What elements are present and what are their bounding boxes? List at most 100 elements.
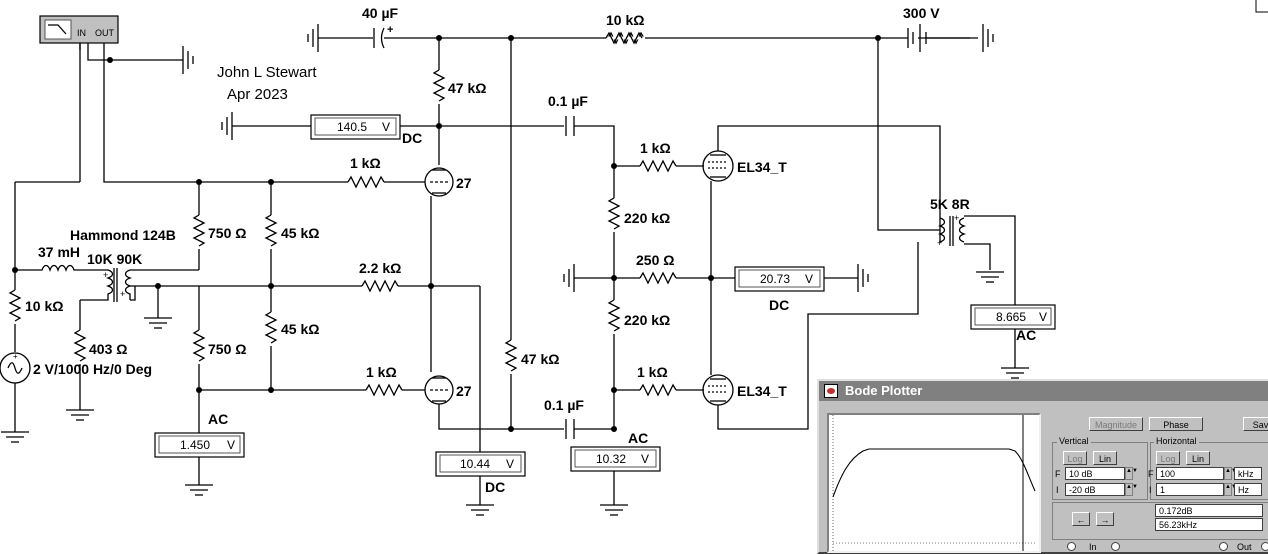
resistor-250[interactable] <box>639 271 677 285</box>
voltmeter-cathode-27[interactable]: 10.44 V <box>435 451 526 477</box>
resistor-10k-source-label: 10 kΩ <box>25 298 63 314</box>
voltmeter-output[interactable]: 8.665 V <box>970 304 1056 330</box>
pentode-el34-top[interactable] <box>702 150 734 182</box>
vertical-group <box>1052 442 1148 500</box>
capacitor-40uf[interactable]: + <box>373 24 393 49</box>
horizontal-group <box>1150 442 1268 500</box>
ground-symbol <box>307 23 319 53</box>
resistor-10k-top[interactable] <box>607 31 645 45</box>
svg-text:10.32: 10.32 <box>596 452 626 466</box>
resistor-750-top[interactable] <box>192 214 206 247</box>
resistor-47k-bottom-label: 47 kΩ <box>521 351 559 367</box>
pentode-el34-top-label: EL34_T <box>737 159 787 175</box>
resistor-220k-bottom-label: 220 kΩ <box>624 312 670 328</box>
in-terminal-plus[interactable] <box>1111 542 1120 551</box>
save-button[interactable]: Save <box>1243 417 1268 431</box>
svg-text:1.450: 1.450 <box>180 438 210 452</box>
resistor-403-label: 403 Ω <box>89 341 127 357</box>
cursor-left-button[interactable]: ← <box>1072 512 1090 526</box>
voltmeter-input[interactable]: 1.450 V <box>154 432 245 458</box>
resistor-220k-bottom[interactable] <box>607 299 621 332</box>
bode-plot-area[interactable] <box>827 413 1041 553</box>
svg-text:V: V <box>1039 310 1047 324</box>
horizontal-final-field[interactable]: 100 <box>1156 467 1224 480</box>
triode-27-bottom[interactable] <box>424 375 454 405</box>
voltmeter-cathode-el34[interactable]: 20.73 V <box>734 266 825 292</box>
battery-300v[interactable] <box>907 24 927 52</box>
bode-plotter-icon <box>824 384 838 398</box>
resistor-220k-top[interactable] <box>607 197 621 230</box>
resistor-45k-top[interactable] <box>264 214 278 247</box>
capacitor-01uf-top-label: 0.1 µF <box>548 93 588 109</box>
capacitor-01uf-bottom-label: 0.1 µF <box>544 397 584 413</box>
capacitor-01uf-bottom[interactable] <box>565 419 575 439</box>
resistor-47k-plate[interactable] <box>432 69 446 102</box>
bode-plotter-window[interactable]: Bode Plotter Magnitude Phase Save Vertic… <box>817 379 1268 554</box>
vertical-log-button[interactable]: Log <box>1063 451 1087 465</box>
capacitor-01uf-top[interactable] <box>565 116 575 136</box>
vertical-lin-button[interactable]: Lin <box>1093 451 1117 465</box>
resistor-220k-top-label: 220 kΩ <box>624 210 670 226</box>
resistor-45k-bottom-label: 45 kΩ <box>281 321 319 337</box>
svg-text:V: V <box>382 120 390 134</box>
bode-plotter-instrument[interactable]: IN OUT <box>39 15 119 44</box>
resistor-47k-plate-label: 47 kΩ <box>448 80 486 96</box>
resistor-2k2[interactable] <box>361 279 399 293</box>
vertical-final-spinner[interactable]: ▲▼ <box>1125 467 1138 480</box>
resistor-10k-source[interactable] <box>8 289 22 322</box>
horizontal-lin-button[interactable]: Lin <box>1186 451 1210 465</box>
voltmeter-cathode-27-mode: DC <box>485 479 505 495</box>
resistor-1k-el34-top[interactable] <box>639 159 677 173</box>
author-label: John L Stewart <box>217 64 317 81</box>
triode-27-top[interactable] <box>424 167 454 197</box>
cursor-right-button[interactable]: → <box>1096 512 1114 526</box>
vertical-initial-field[interactable]: -20 dB <box>1065 483 1125 496</box>
pentode-el34-bottom-label: EL34_T <box>737 383 787 399</box>
transformer-out-label: 5K 8R <box>930 196 970 212</box>
readout-magnitude: 0.172dB <box>1155 504 1263 517</box>
resistor-403[interactable] <box>73 329 87 362</box>
transformer-hammond-124b[interactable]: + + <box>80 268 133 302</box>
vertical-initial-label: I <box>1056 485 1059 495</box>
ac-voltage-source[interactable]: + <box>0 352 31 384</box>
vertical-final-field[interactable]: 10 dB <box>1065 467 1125 480</box>
horizontal-initial-field[interactable]: 1 <box>1156 483 1224 496</box>
voltmeter-grid-el34[interactable]: 10.32 V <box>570 446 661 472</box>
svg-text:8.665: 8.665 <box>996 310 1026 324</box>
svg-text:+: + <box>103 270 108 280</box>
horizontal-log-button[interactable]: Log <box>1156 451 1180 465</box>
voltmeter-plate[interactable]: 140.5 V <box>310 114 401 140</box>
out-terminal-plus[interactable] <box>1261 542 1268 551</box>
horizontal-initial-unit[interactable]: Hz <box>1234 483 1262 496</box>
horizontal-final-label: F <box>1148 469 1154 479</box>
svg-text:+: + <box>937 238 942 248</box>
resistor-1k-grid-bottom[interactable] <box>365 383 403 397</box>
resistor-10k-top-label: 10 kΩ <box>606 12 644 28</box>
magnitude-button[interactable]: Magnitude <box>1089 417 1143 431</box>
vertical-final-label: F <box>1055 469 1061 479</box>
resistor-2k2-label: 2.2 kΩ <box>359 260 401 276</box>
resistor-750-bottom[interactable] <box>192 329 206 362</box>
horizontal-final-unit[interactable]: kHz <box>1234 467 1262 480</box>
resistor-47k-bottom[interactable] <box>504 339 518 372</box>
voltmeter-plate-mode: DC <box>402 130 422 146</box>
transformer-output[interactable]: + + <box>937 213 967 248</box>
vertical-initial-spinner[interactable]: ▲▼ <box>1125 483 1138 496</box>
date-label: Apr 2023 <box>227 86 288 103</box>
phase-button[interactable]: Phase <box>1149 417 1203 431</box>
resistor-1k-grid-top[interactable] <box>347 175 385 189</box>
out-terminal-minus[interactable] <box>1219 542 1228 551</box>
resistor-45k-bottom[interactable] <box>264 311 278 344</box>
resistor-1k-el34-top-label: 1 kΩ <box>640 140 671 156</box>
in-terminal-minus[interactable] <box>1067 542 1076 551</box>
bode-plotter-titlebar[interactable]: Bode Plotter <box>819 381 1268 401</box>
vertical-label: Vertical <box>1057 436 1091 446</box>
horizontal-final-spinner[interactable]: ▲▼ <box>1224 467 1237 480</box>
transformer-in-label: Hammond 124B <box>70 227 176 243</box>
pentode-el34-bottom[interactable] <box>702 374 734 406</box>
bode-response-curve <box>832 415 1036 551</box>
resistor-1k-el34-bottom[interactable] <box>639 383 677 397</box>
inductor-37mh[interactable] <box>15 264 98 273</box>
horizontal-initial-spinner[interactable]: ▲▼ <box>1224 483 1237 496</box>
